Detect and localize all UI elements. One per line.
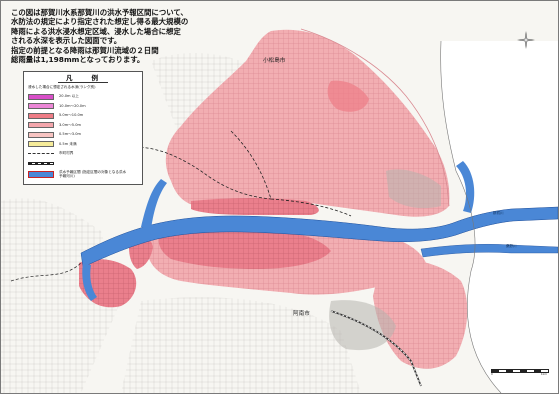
river-swatch-icon [28,170,54,178]
map-description: この図は那賀川水系那賀川の洪水予報区間について、 水防法の規定により指定された想… [11,8,256,64]
hill-land-west [1,198,121,393]
map-legend: 凡 例 浸水した場合に想定される水深(ランク別) 20.0m 以上 10.0m～… [23,71,143,185]
description-line: この図は那賀川水系那賀川の洪水予報区間について、 [11,8,188,17]
hill-land-south [121,297,361,393]
legend-label: 0.5m 未満 [59,141,77,146]
place-label-anan: 阿南市 [293,311,310,317]
deep-zone-south [158,229,331,269]
urban-block-south [329,300,396,351]
deep-zone-center [191,198,319,215]
legend-swatch [28,93,54,100]
inlet-north [456,161,475,213]
river-label-naka: 那賀川 [493,211,504,215]
legend-row-depth: 20.0m 以上 [28,92,142,102]
legend-label: 5.0m～10.0m [59,113,84,118]
kuwano-river [420,244,558,258]
municipal-boundary-west [10,262,82,282]
description-line: 水防法の規定により指定された想定し得る最大規模の [11,17,189,27]
river-branch-west [141,179,167,229]
scale-bar-graphic [491,369,549,373]
description-line: 降雨による洪水浸水想定区域、浸水した場合に想定 [11,26,181,36]
place-label-komatsushima: 小松島市 [263,58,286,64]
legend-row-boundary: 市町村界 [28,149,142,159]
legend-subtitle: 浸水した場合に想定される水深(ランク別) [28,85,96,89]
legend-label: 3.0m～5.0m [59,122,82,127]
legend-row-depth: 3.0m～5.0m [28,121,142,131]
coastline [440,40,502,393]
compass-icon [517,31,535,49]
inundation-area-north [165,29,450,217]
boundary-line-icon [28,153,54,155]
urban-block-east [386,169,441,209]
description-line: される水深を表示した図面です。 [11,36,122,46]
legend-label: 市町村界 [59,151,74,156]
legend-row-depth: 0.5m～3.0m [28,130,142,140]
legend-row-depth: 5.0m～10.0m [28,111,142,121]
legend-row-rail [28,159,142,169]
naka-river [80,206,558,268]
legend-swatch [28,141,54,148]
legend-label: 0.5m～3.0m [59,132,82,137]
scale-bar: 0 1km [491,369,549,377]
railway-ties [330,310,422,387]
legend-label: 10.0m～20.0m [59,103,86,108]
river-label-kuwano: 桑野川 [506,244,517,248]
legend-label: 洪水予報区間 (指定区間の対象となる洪水予報河川) [59,169,127,178]
legend-row-river: 洪水予報区間 (指定区間の対象となる洪水予報河川) [28,168,142,180]
legend-title: 凡 例 [58,74,108,83]
scale-tick: 1km [540,372,547,376]
river-branch-southwest [82,263,97,301]
legend-label: 20.0m 以上 [59,94,79,99]
scale-labels: 0 1km [491,372,547,376]
legend-row-depth: 0.5m 未満 [28,140,142,150]
legend-row-depth: 10.0m～20.0m [28,102,142,112]
deep-zone-north [327,80,369,112]
description-line: 指定の前提となる降雨は那賀川流域の２日間 [11,45,159,55]
inundation-area-southeast [373,259,468,369]
legend-swatch [28,122,54,129]
description-line: 総雨量は1,198mmとなっております。 [11,55,145,65]
legend-swatch [28,131,54,138]
legend-swatch [28,112,54,119]
railway-icon [28,161,54,165]
scale-tick: 0 [491,372,493,376]
inundation-area-north-edge [300,28,450,207]
legend-swatch [28,103,54,110]
